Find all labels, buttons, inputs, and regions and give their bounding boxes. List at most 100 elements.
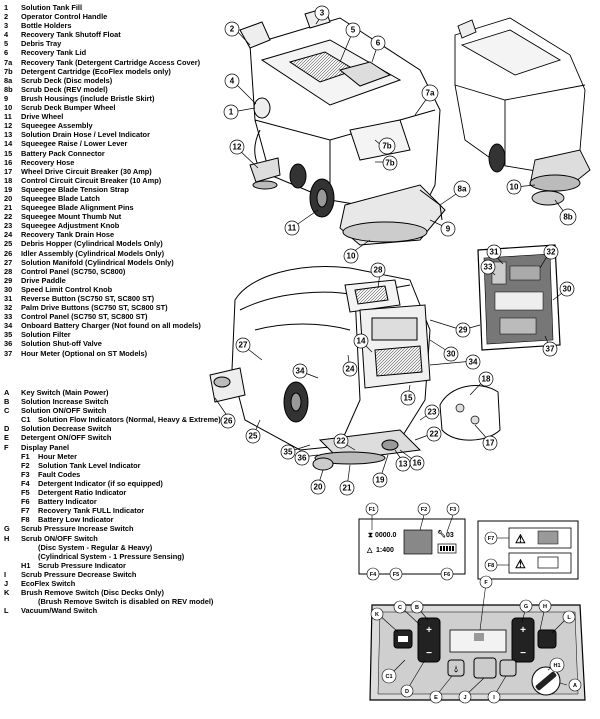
callout-36: 36 xyxy=(298,454,307,463)
legend-key: 23 xyxy=(4,221,13,231)
legend-key: H1 xyxy=(21,560,31,570)
legend-key: B xyxy=(4,397,10,407)
legend-key: 18 xyxy=(4,175,13,185)
legend-text: Onboard Battery Charger (Not found on al… xyxy=(21,321,201,331)
callout-8a: 8a xyxy=(458,185,467,194)
legend-key: 9 xyxy=(4,93,9,103)
legend-text: Squeegee Blade Alignment Pins xyxy=(21,203,134,213)
legend-row: (Brush Remove Switch is disabled on REV … xyxy=(4,597,240,606)
legend-key: F2 xyxy=(21,460,30,470)
callout-11: 11 xyxy=(288,224,297,233)
legend-text: Scrub Deck (REV model) xyxy=(21,84,108,94)
solution-rocker[interactable] xyxy=(417,617,441,663)
legend-text: Squeegee Adjustment Knob xyxy=(21,221,120,231)
callout-17: 17 xyxy=(486,439,495,448)
legend-key: 19 xyxy=(4,184,13,194)
callout-7a: 7a xyxy=(426,89,435,98)
callout-3: 3 xyxy=(320,9,325,18)
st-control-inset xyxy=(477,244,561,351)
legend-text: Fault Codes xyxy=(38,469,81,479)
callout-8b: 8b xyxy=(563,213,572,222)
legend-key: 22 xyxy=(4,212,13,222)
callout-28: 28 xyxy=(374,266,383,275)
callout-14: 14 xyxy=(357,337,366,346)
callout-23: 23 xyxy=(428,408,437,417)
legend-text: Battery Pack Connector xyxy=(21,148,105,158)
legend-key: F8 xyxy=(21,515,30,525)
callout-18: 18 xyxy=(482,375,491,384)
legend-key: 16 xyxy=(4,157,13,167)
warning-icon-2: ⚠︎ xyxy=(515,557,526,571)
scrub-button[interactable] xyxy=(499,659,517,677)
legend-key: F xyxy=(4,442,9,452)
legend-text: Hour Meter xyxy=(38,451,78,461)
legend-text: Hour Meter (Optional on ST Models) xyxy=(21,348,148,358)
legend-key: 17 xyxy=(4,166,13,176)
vacuum-wand-button[interactable] xyxy=(537,629,557,649)
label-k: K xyxy=(375,612,379,618)
callout-6: 6 xyxy=(376,39,381,48)
legend-text: Brush Remove Switch (Disc Decks Only) xyxy=(21,588,164,598)
callout-32: 32 xyxy=(547,248,556,257)
legend-text: Recovery Tank (Detergent Cartridge Acces… xyxy=(21,57,201,67)
label-h: H xyxy=(543,604,547,610)
legend-key: 4 xyxy=(4,30,9,40)
label-f7: F7 xyxy=(488,536,494,542)
legend-text: Brush Housings (include Bristle Skirt) xyxy=(21,93,155,103)
scrub-pressure-decrease-button[interactable]: − xyxy=(520,648,526,659)
legend-text: Recovery Tank Lid xyxy=(21,48,87,58)
display-detail: ⧗ 0000.0 🔧︎ 03 △ 1:400 F1 F2 F3 F4 F5 F6… xyxy=(358,502,579,581)
label-f5: F5 xyxy=(393,572,399,578)
detergent-button[interactable] xyxy=(447,659,465,677)
callout-10b: 10 xyxy=(510,183,519,192)
callout-7b: 7b xyxy=(382,142,391,151)
legend-text: Speed Limit Control Knob xyxy=(21,284,113,294)
legend-row: 18 Control Circuit Circuit Breaker (10 Am… xyxy=(4,176,240,185)
legend-text: Scrub Deck (Disc models) xyxy=(21,75,113,85)
legend-key: E xyxy=(4,433,9,443)
legend-row: (Disc System - Regular & Heavy) xyxy=(4,543,240,552)
legend-text: Control Panel (SC750 ST, SC800 ST) xyxy=(21,312,148,322)
key-icon xyxy=(535,671,557,691)
label-f6: F6 xyxy=(444,572,450,578)
legend-text: Solution Drain Hose / Level Indicator xyxy=(21,130,150,140)
scrub-pressure-increase-button[interactable]: + xyxy=(520,625,526,636)
legend-text: Battery Indicator xyxy=(38,497,97,507)
legend-key: K xyxy=(4,588,10,598)
legend-text: Solution Increase Switch xyxy=(21,397,109,407)
callout-24: 24 xyxy=(346,365,355,374)
label-f1: F1 xyxy=(369,507,375,513)
legend-key: J xyxy=(4,578,9,588)
legend-text: Debris Hopper (Cylindrical Models Only) xyxy=(21,239,163,249)
legend-key: A xyxy=(4,388,10,397)
detergent-icon: △ xyxy=(366,547,373,554)
legend-text: Solution Manifold (Cylindrical Models On… xyxy=(21,257,174,267)
solution-decrease-button[interactable]: − xyxy=(426,648,432,659)
callout-29: 29 xyxy=(459,326,468,335)
ecoflex-button[interactable] xyxy=(473,657,497,679)
solution-increase-button[interactable]: + xyxy=(426,625,432,636)
legend-key: 27 xyxy=(4,257,13,267)
callout-2: 2 xyxy=(230,25,235,34)
legend-text: Debris Tray xyxy=(21,39,62,49)
label-f8: F8 xyxy=(488,563,494,569)
legend-text: Control Circuit Circuit Breaker (10 Amp) xyxy=(21,175,162,185)
legend-text: Battery Low Indicator xyxy=(38,515,114,525)
fault-code-readout: 03 xyxy=(446,532,454,539)
